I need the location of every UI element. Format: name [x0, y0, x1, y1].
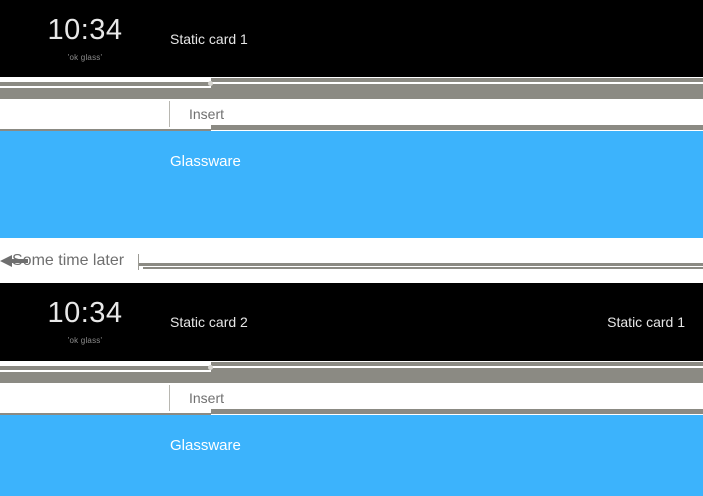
connector-left-rule [0, 370, 211, 372]
some-time-later-divider: Some time later [0, 238, 703, 283]
insert-underline-right [211, 125, 703, 130]
glassware-label: Glassware [170, 437, 241, 454]
timeline-connector-1 [0, 77, 703, 105]
glass-home-card-2[interactable]: 10:34 'ok glass' Static card 2 Static ca… [0, 283, 703, 361]
glassware-card-1[interactable]: Glassware [0, 131, 703, 238]
divider-rule-upper [139, 261, 703, 266]
divider-rule-lower [143, 266, 703, 269]
glassware-label: Glassware [170, 153, 241, 170]
static-card-label[interactable]: Static card 1 [170, 30, 248, 47]
connector-left-segment [0, 82, 211, 99]
connector-left-segment [0, 366, 211, 383]
insert-band-2: Insert [0, 385, 703, 411]
connector-left-rule [0, 86, 211, 88]
clock-widget: 10:34 'ok glass' [30, 299, 140, 345]
insert-divider-line [169, 101, 170, 127]
connector-right-rule [211, 82, 703, 84]
timeline-node-dot[interactable] [208, 81, 213, 86]
glass-home-card-1[interactable]: 10:34 'ok glass' Static card 1 [0, 0, 703, 77]
clock-time: 10:34 [47, 13, 123, 46]
some-time-later-label: Some time later [12, 251, 125, 269]
voice-hint: 'ok glass' [67, 52, 103, 62]
static-card-label[interactable]: Static card 2 [170, 314, 248, 330]
left-arrow-icon [0, 254, 28, 267]
voice-hint: 'ok glass' [67, 336, 103, 345]
insert-label[interactable]: Insert [189, 390, 225, 406]
insert-label[interactable]: Insert [189, 106, 225, 122]
clock-time: 10:34 [47, 297, 123, 329]
glassware-card-2[interactable]: Glassware [0, 415, 703, 496]
connector-right-rule [211, 366, 703, 368]
insert-divider-line [169, 385, 170, 411]
clock-widget: 10:34 'ok glass' [30, 13, 140, 62]
timeline-connector-2 [0, 361, 703, 389]
static-card-label-right[interactable]: Static card 1 [607, 314, 685, 330]
divider-tick [138, 253, 139, 270]
timeline-node-dot[interactable] [208, 365, 213, 370]
insert-underline-right [211, 409, 703, 414]
insert-band-1: Insert [0, 101, 703, 127]
